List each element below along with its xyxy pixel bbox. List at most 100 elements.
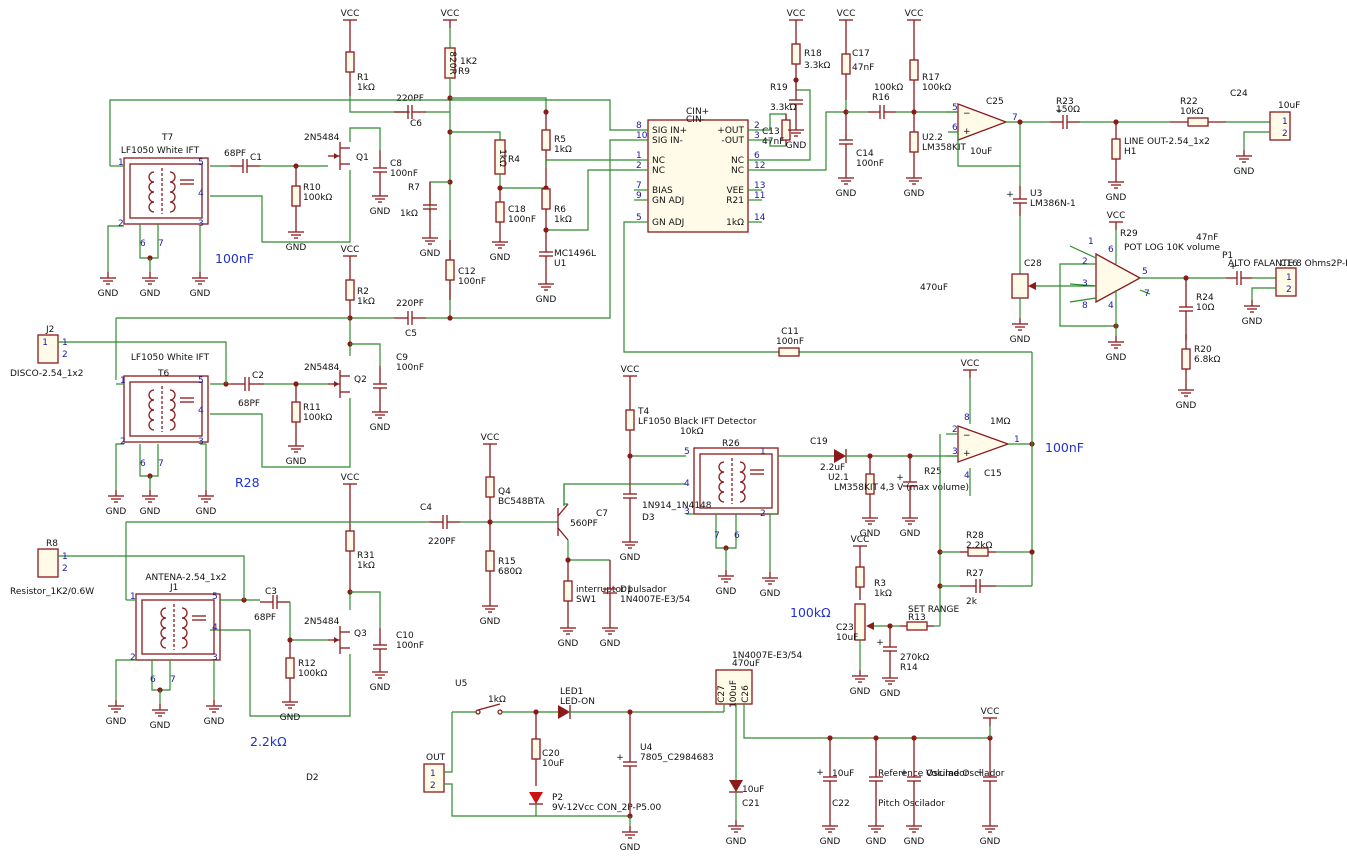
label: R3 bbox=[874, 579, 886, 589]
label: 100nF bbox=[776, 337, 804, 347]
wire bbox=[58, 555, 245, 600]
wire bbox=[115, 443, 124, 490]
label: 100kΩ bbox=[303, 193, 332, 203]
label: R15 bbox=[498, 557, 516, 567]
label: C2 bbox=[252, 371, 264, 381]
label: R2 bbox=[357, 287, 369, 297]
label: LM358KIT bbox=[922, 143, 967, 153]
wire bbox=[450, 131, 501, 140]
label: 1kΩ bbox=[488, 695, 506, 705]
transformer-t4 bbox=[739, 491, 746, 503]
pin-number: 7 bbox=[158, 239, 164, 249]
wire bbox=[563, 484, 568, 505]
transformer-t6 bbox=[148, 409, 155, 421]
resistor bbox=[345, 530, 355, 552]
wire bbox=[115, 659, 136, 700]
wire bbox=[429, 181, 450, 212]
transformer-t4 bbox=[718, 471, 725, 483]
pin-number: 3 bbox=[212, 653, 218, 663]
gnd-label: GND bbox=[420, 249, 441, 259]
label: 1kΩ bbox=[357, 297, 375, 307]
gnd-label: GND bbox=[904, 837, 925, 847]
gnd-label: GND bbox=[286, 457, 307, 467]
label: J1 bbox=[169, 583, 178, 593]
gnd-label: GND bbox=[850, 687, 871, 697]
label: C20 bbox=[542, 749, 560, 759]
label: C5 bbox=[405, 329, 417, 339]
led-led1 bbox=[529, 792, 543, 804]
label: 100kΩ bbox=[303, 413, 332, 423]
label: R4 bbox=[508, 155, 520, 165]
transformer-t5 bbox=[141, 599, 215, 655]
label: 1K2 bbox=[460, 57, 477, 67]
label: R25 bbox=[924, 467, 942, 477]
transformer-t7 bbox=[169, 171, 176, 183]
pin-number: 3 bbox=[952, 447, 958, 457]
transformer-t7 bbox=[169, 191, 176, 203]
label: 100kΩ bbox=[922, 83, 951, 93]
transformer-t5 bbox=[181, 627, 188, 639]
resistor bbox=[841, 53, 851, 75]
vcc-label: VCC bbox=[981, 707, 1000, 717]
resistor bbox=[1181, 348, 1191, 370]
resistor bbox=[909, 59, 919, 81]
label: R8 bbox=[46, 539, 58, 549]
pin-number: 6 bbox=[150, 675, 156, 685]
label: 100uF bbox=[729, 680, 739, 708]
vcc-label: VCC bbox=[851, 535, 870, 545]
vcc-label: VCC bbox=[787, 9, 806, 19]
resistor bbox=[541, 188, 551, 210]
wire bbox=[567, 540, 610, 561]
label: R26 bbox=[722, 439, 740, 449]
gnd-label: GND bbox=[98, 289, 119, 299]
transformer-t5 bbox=[135, 593, 221, 661]
label: 1kΩ bbox=[357, 83, 375, 93]
label: 10uF bbox=[836, 633, 858, 643]
pin-number: 1 bbox=[760, 447, 766, 457]
gnd-label: GND bbox=[1010, 335, 1031, 345]
vcc-label: VCC bbox=[905, 9, 924, 19]
pin-number: 5 bbox=[212, 592, 218, 602]
label: BIAS bbox=[652, 186, 673, 196]
wiper-arrow bbox=[866, 622, 874, 630]
label: 1N914_1N4148 bbox=[642, 501, 712, 511]
pin-number: 2 bbox=[430, 781, 436, 791]
label: 820R bbox=[447, 51, 457, 74]
wire bbox=[107, 225, 124, 272]
gnd-label: GND bbox=[370, 683, 391, 693]
op-amp-mark: + bbox=[963, 127, 971, 137]
resistor bbox=[791, 43, 801, 65]
label: 1N4007E-E3/54 bbox=[620, 595, 690, 605]
op-amp-mark: + bbox=[963, 449, 971, 459]
label: 10kΩ bbox=[680, 427, 704, 437]
junction bbox=[447, 315, 453, 321]
connector-j1 bbox=[37, 334, 59, 364]
gnd-label: GND bbox=[620, 553, 641, 563]
resistor bbox=[563, 580, 573, 602]
label: C6 bbox=[410, 119, 422, 129]
pin-number: 6 bbox=[734, 531, 740, 541]
label: DISCO-2.54_1x2 bbox=[10, 369, 83, 379]
vcc-label: VCC bbox=[441, 9, 460, 19]
label: U5 bbox=[455, 679, 467, 689]
label: LED-ON bbox=[560, 697, 595, 707]
label: R24 bbox=[1196, 293, 1214, 303]
transformer-t7 bbox=[148, 171, 155, 183]
label: 270kΩ bbox=[900, 653, 929, 663]
label: POT LOG 10K volume bbox=[1124, 243, 1221, 253]
pin-number: 12 bbox=[754, 161, 765, 171]
label: P1 bbox=[1222, 251, 1233, 261]
pin-number: 1 bbox=[62, 338, 68, 348]
pin-number: 8 bbox=[964, 413, 970, 423]
label: 2N5484 bbox=[304, 363, 340, 373]
label: U1 bbox=[554, 259, 566, 269]
polarity-mark: + bbox=[976, 768, 984, 778]
transformer-t4 bbox=[718, 481, 725, 493]
label: C14 bbox=[856, 149, 874, 159]
label: 2k bbox=[966, 597, 978, 607]
label: NC bbox=[652, 166, 665, 176]
pin-number: 2 bbox=[952, 425, 958, 435]
label: T4 bbox=[637, 407, 649, 417]
resistor bbox=[485, 550, 495, 572]
